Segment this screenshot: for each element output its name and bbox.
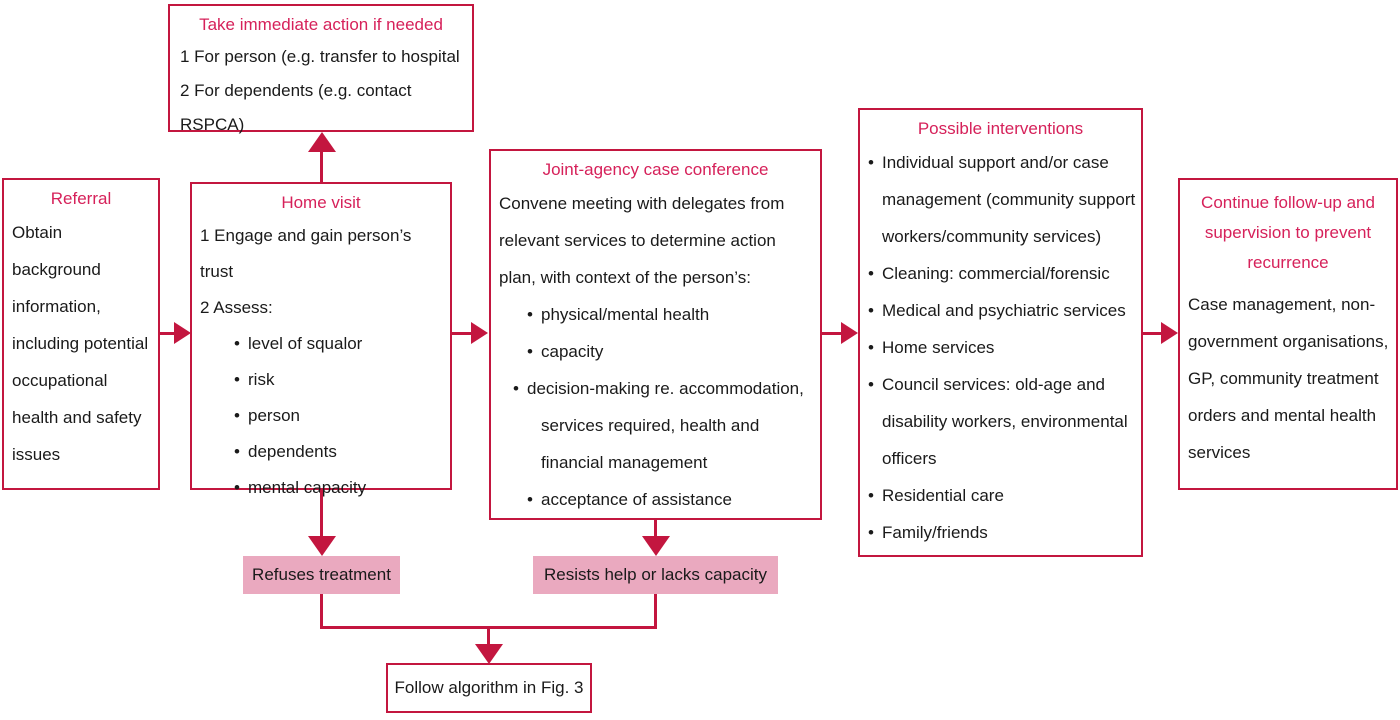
node-referral-body: Obtain background information, including… bbox=[12, 223, 149, 464]
connector-resists-down-leg bbox=[654, 594, 657, 629]
node-continue-follow-up: Continue follow-up and supervision to pr… bbox=[1178, 178, 1398, 490]
immediate-action-item-2: 2 For dependents (e.g. contact RSPCA) bbox=[180, 81, 412, 134]
node-home-visit: Home visit 1 Engage and gain person’s tr… bbox=[190, 182, 452, 506]
node-resists-help-label: Resists help or lacks capacity bbox=[544, 565, 767, 584]
home-visit-step-2: 2 Assess: bbox=[200, 298, 273, 317]
list-item: Medical and psychiatric services bbox=[868, 292, 1137, 329]
arrow-right-icon bbox=[1161, 322, 1178, 344]
connector-interventions-to-follow-up bbox=[1143, 332, 1164, 335]
connector-home-visit-to-refuses bbox=[320, 490, 323, 536]
node-continue-follow-up-body: Case management, non-government organisa… bbox=[1188, 295, 1389, 462]
home-visit-step-1: 1 Engage and gain person’s trust bbox=[200, 226, 412, 281]
node-home-visit-title: Home visit bbox=[281, 193, 361, 212]
list-item: capacity bbox=[527, 333, 814, 370]
node-case-conference-title: Joint-agency case conference bbox=[542, 160, 769, 179]
node-immediate-action-title: Take immediate action if needed bbox=[199, 15, 443, 34]
case-conference-context-list: physical/mental health capacity decision… bbox=[499, 296, 814, 518]
case-conference-intro: Convene meeting with delegates from rele… bbox=[499, 194, 785, 287]
node-referral: Referral Obtain background information, … bbox=[2, 178, 160, 490]
arrow-down-icon bbox=[642, 536, 670, 556]
list-item: acceptance of assistance bbox=[527, 481, 814, 518]
connector-case-conference-to-resists bbox=[654, 520, 657, 536]
node-refuses-treatment: Refuses treatment bbox=[243, 556, 400, 594]
arrow-right-icon bbox=[471, 322, 488, 344]
home-visit-assess-list: level of squalor risk person dependents … bbox=[200, 326, 442, 506]
list-item: Residential care bbox=[868, 477, 1137, 514]
arrow-up-icon bbox=[308, 132, 336, 152]
immediate-action-item-1: 1 For person (e.g. transfer to hospital bbox=[180, 47, 460, 66]
node-case-conference: Joint-agency case conference Convene mee… bbox=[489, 149, 822, 520]
list-item: Cleaning: commercial/forensic bbox=[868, 255, 1137, 292]
interventions-list: Individual support and/or case managemen… bbox=[868, 144, 1137, 551]
list-item: Family/friends bbox=[868, 514, 1137, 551]
arrow-right-icon bbox=[174, 322, 191, 344]
list-item: Home services bbox=[868, 329, 1137, 366]
connector-referral-to-home-visit bbox=[160, 332, 176, 335]
connector-home-visit-to-immediate-action bbox=[320, 150, 323, 182]
node-immediate-action-body: 1 For person (e.g. transfer to hospital … bbox=[170, 40, 472, 146]
arrow-down-icon bbox=[475, 644, 503, 664]
list-item: Individual support and/or case managemen… bbox=[868, 144, 1137, 255]
node-refuses-treatment-label: Refuses treatment bbox=[252, 565, 391, 584]
list-item: Council services: old-age and disability… bbox=[868, 366, 1137, 477]
node-home-visit-body: 1 Engage and gain person’s trust 2 Asses… bbox=[192, 218, 450, 510]
list-item: mental capacity bbox=[234, 470, 442, 506]
list-item: decision-making re. accommodation, servi… bbox=[527, 370, 814, 481]
connector-case-conference-to-interventions bbox=[822, 332, 843, 335]
node-follow-algorithm-label: Follow algorithm in Fig. 3 bbox=[394, 678, 584, 697]
connector-home-visit-to-case-conference bbox=[452, 332, 473, 335]
node-referral-title: Referral bbox=[50, 189, 112, 208]
node-possible-interventions-title: Possible interventions bbox=[917, 119, 1084, 138]
list-item: risk bbox=[234, 362, 442, 398]
list-item: physical/mental health bbox=[527, 296, 814, 333]
node-resists-help: Resists help or lacks capacity bbox=[533, 556, 778, 594]
arrow-down-icon bbox=[308, 536, 336, 556]
node-continue-follow-up-title: Continue follow-up and supervision to pr… bbox=[1201, 193, 1375, 272]
arrow-right-icon bbox=[841, 322, 858, 344]
node-follow-algorithm: Follow algorithm in Fig. 3 bbox=[386, 663, 592, 713]
connector-refuses-down-leg bbox=[320, 594, 323, 629]
node-immediate-action: Take immediate action if needed 1 For pe… bbox=[168, 4, 474, 134]
connector-merge-to-follow-algorithm bbox=[487, 626, 490, 646]
list-item: dependents bbox=[234, 434, 442, 470]
list-item: level of squalor bbox=[234, 326, 442, 362]
list-item: person bbox=[234, 398, 442, 434]
node-case-conference-body: Convene meeting with delegates from rele… bbox=[491, 185, 820, 522]
node-possible-interventions: Possible interventions Individual suppor… bbox=[858, 108, 1143, 557]
node-possible-interventions-body: Individual support and/or case managemen… bbox=[860, 144, 1141, 555]
